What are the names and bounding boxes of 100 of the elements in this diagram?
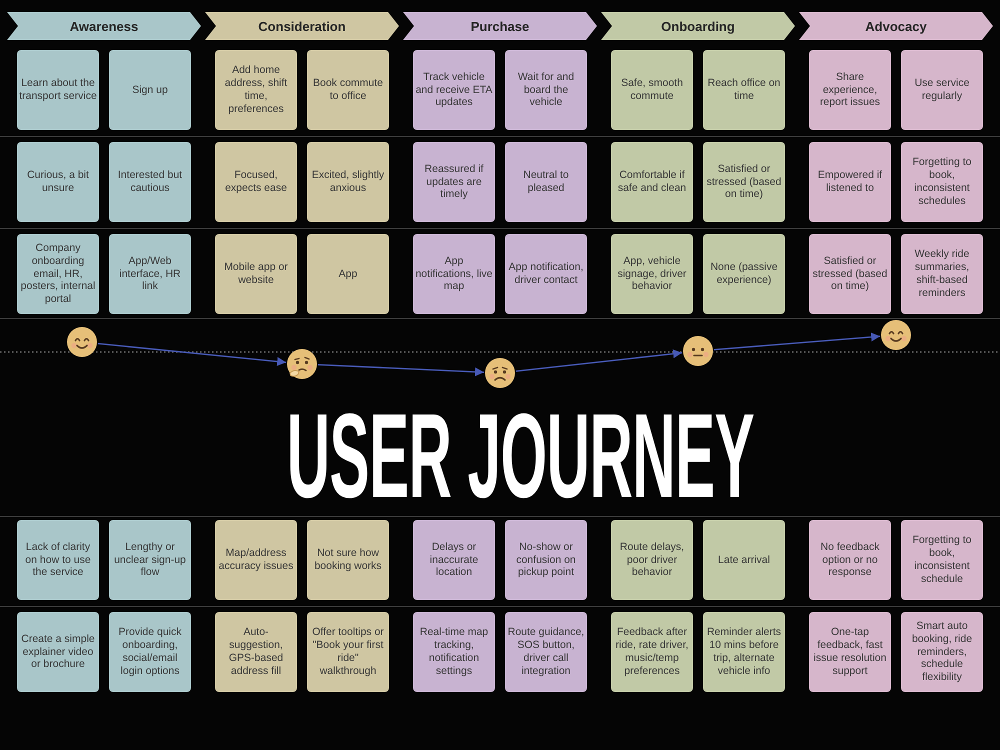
sticky-note [901,50,983,130]
note-text: Lack of clarity on how to use the service [24,540,92,580]
note-text: Neutral to pleased [522,169,570,195]
sticky-note [505,612,587,692]
note-text: Add home address, shift time, preferences [224,64,288,116]
sticky-note [413,234,495,314]
note-text: Sign up [132,84,168,96]
sticky-note [809,50,891,130]
title: USER JOURNEY [286,396,754,516]
smiling-face-icon [67,327,97,357]
sticky-note [901,612,983,692]
note-text: Focused, expects ease [224,169,288,195]
sticky-note [109,612,191,692]
sticky-note [17,612,99,692]
note-text: Offer tooltips or "Book your first ride" walkthrough [311,626,385,678]
note-text: Late arrival [718,554,770,566]
sticky-note [109,234,191,314]
sticky-note [215,50,297,130]
stage-label: Consideration [258,18,346,34]
note-text: No feedback option or no response [820,540,880,580]
sticky-note [703,520,785,600]
note-text: Create a simple explainer video or brochure [20,632,96,672]
note-text: Route guidance, SOS button, driver call integration [507,626,585,678]
note-text: Safe, smooth commute [620,77,684,103]
neutral-face-icon [683,336,713,366]
stage-label: Awareness [70,18,138,34]
stage-label: Advocacy [865,18,927,34]
stage-banner [7,12,201,40]
arrow [318,364,484,376]
note-text: Not sure how booking works [313,547,383,573]
note-text: Share experience, report issues [818,70,882,110]
sticky-note [215,520,297,600]
sticky-note [703,142,785,222]
sticky-note [505,142,587,222]
note-text: App, vehicle signage, driver behavior [616,254,688,294]
sticky-note [17,50,99,130]
note-text: Wait for and board the vehicle [516,70,576,110]
note-text: App [338,268,358,280]
sticky-note [901,520,983,600]
sticky-note [611,142,693,222]
sticky-note [413,612,495,692]
note-text: Mobile app or website [223,261,289,287]
note-text: Reminder alerts 10 mins before trip, alternate vehicle info [706,626,782,678]
smiling-face-icon [881,320,911,350]
sticky-note [215,142,297,222]
note-text: Map/address accuracy issues [218,547,294,573]
sticky-note [703,50,785,130]
stage-banner [799,12,993,40]
thinking-face-icon [287,349,317,379]
note-text: Provide quick onboarding, social/email login options [117,626,183,678]
sticky-note [703,612,785,692]
note-text: Excited, slightly anxious [310,169,386,195]
note-text: Forgetting to book, inconsistent schedules [912,156,972,208]
sticky-note [17,520,99,600]
sticky-note [307,234,389,314]
sticky-note [215,612,297,692]
note-text: Forgetting to book, inconsistent schedule [912,534,972,586]
sticky-note [307,50,389,130]
note-text: One-tap feedback, fast issue resolution support [812,626,888,678]
note-text: None (passive experience) [709,261,779,287]
note-text: Delays or inaccurate location [428,540,480,580]
sticky-note [703,234,785,314]
arrow [98,342,286,366]
note-text: Satisfied or stressed (based on time) [706,162,782,202]
note-text: Learn about the transport service [19,77,97,103]
stage-label: Onboarding [661,18,735,34]
note-text: App/Web interface, HR link [118,254,182,294]
sticky-note [505,520,587,600]
sticky-note [901,234,983,314]
sticky-note [901,142,983,222]
stage-banner [205,12,399,40]
note-text: App notifications, live map [415,254,493,294]
note-text: No-show or confusion on pickup point [515,540,577,580]
sticky-note [109,520,191,600]
note-text: Book commute to office [312,77,384,103]
note-text: Interested but cautious [116,169,184,195]
note-text: Track vehicle and receive ETA updates [415,70,493,110]
sticky-note [307,612,389,692]
sticky-note [413,50,495,130]
note-text: Real-time map tracking, notification settings [418,626,490,678]
sticky-note [611,50,693,130]
sticky-note [809,612,891,692]
note-text: Auto-suggestion, GPS-based address fill [228,626,284,678]
note-text: Company onboarding email, HR, posters, internal portal [20,242,96,306]
sticky-note [17,234,99,314]
arrow [714,332,880,350]
sticky-note [307,520,389,600]
sticky-note [413,142,495,222]
note-text: Feedback after ride, rate driver, music/temp preferences [614,626,690,678]
note-text: Satisfied or stressed (based on time) [812,254,888,294]
sad-face-icon [485,358,515,388]
sticky-note [505,50,587,130]
note-text: Smart auto booking, ride reminders, schedule flexibility [910,620,974,684]
sticky-note [413,520,495,600]
note-text: Lengthy or unclear sign-up flow [113,540,187,580]
note-text: Reassured if updates are timely [424,162,484,202]
note-text: Empowered if listened to [816,169,884,195]
sticky-note [809,142,891,222]
sticky-note [307,142,389,222]
note-text: Comfortable if safe and clean [616,169,688,195]
